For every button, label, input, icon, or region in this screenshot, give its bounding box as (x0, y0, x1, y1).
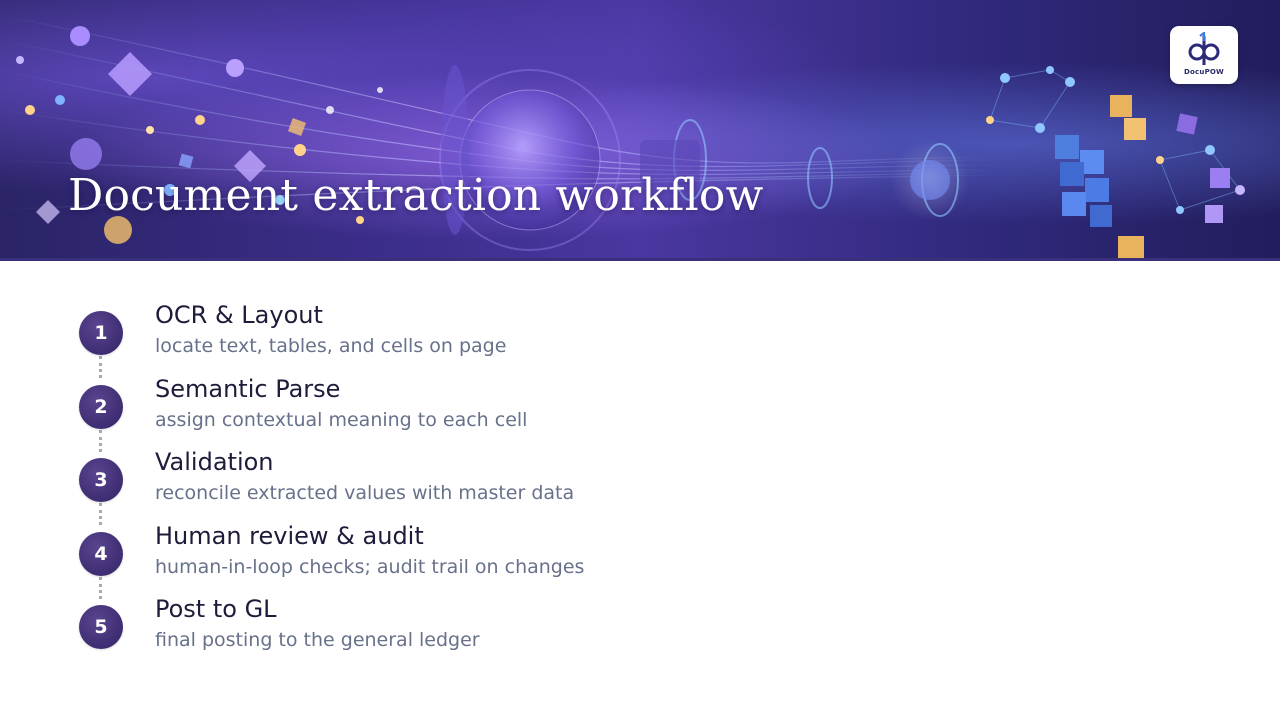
step-description: human-in-loop checks; audit trail on cha… (155, 556, 585, 578)
docupow-logo-icon (1188, 32, 1220, 65)
step-description: reconcile extracted values with master d… (155, 482, 575, 504)
step-connector (99, 356, 102, 378)
step-connector (99, 430, 102, 452)
banner-divider (0, 258, 1280, 261)
banner-illustration (0, 14, 1245, 258)
step-title: OCR & Layout (155, 301, 323, 329)
step-number-badge: 1 (79, 311, 123, 355)
step-description: final posting to the general ledger (155, 629, 480, 651)
step-number-badge: 3 (79, 458, 123, 502)
step-description: locate text, tables, and cells on page (155, 335, 507, 357)
step-description: assign contextual meaning to each cell (155, 409, 528, 431)
step-title: Human review & audit (155, 522, 424, 550)
step-title: Post to GL (155, 595, 277, 623)
page-title: Document extraction workflow (68, 170, 764, 221)
logo-caption: DocuPOW (1184, 68, 1224, 76)
brand-logo: DocuPOW (1170, 26, 1238, 84)
step-title: Validation (155, 448, 274, 476)
header-banner: Document extraction workflow DocuPOW (0, 0, 1280, 260)
step-number-badge: 2 (79, 385, 123, 429)
step-connector (99, 503, 102, 525)
step-number-badge: 5 (79, 605, 123, 649)
step-connector (99, 577, 102, 599)
step-title: Semantic Parse (155, 375, 341, 403)
step-number-badge: 4 (79, 532, 123, 576)
